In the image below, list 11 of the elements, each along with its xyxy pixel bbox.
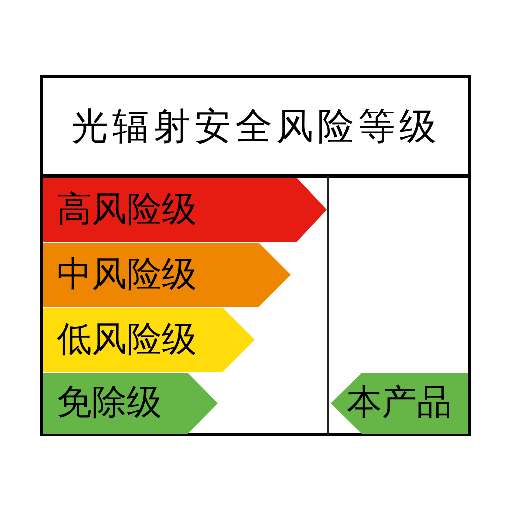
product-label: 本产品 [347,386,452,421]
level-label: 免除级 [57,386,162,421]
chart-title: 光辐射安全风险等级 [70,108,442,145]
risk-level-band [43,243,291,307]
level-label: 高风险级 [57,192,197,228]
risk-level-band [43,308,255,372]
risk-level-band [43,178,327,242]
product-pointer [331,373,468,434]
level-label: 低风险级 [57,322,197,358]
risk-level-band [43,373,218,434]
level-label: 中风险级 [57,258,197,292]
